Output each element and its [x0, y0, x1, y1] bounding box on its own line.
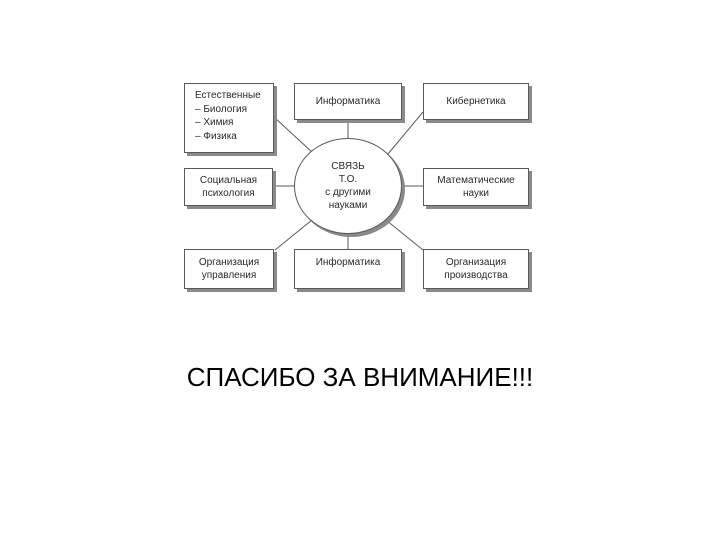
- node-org-production-line-1: Организация: [445, 257, 507, 268]
- node-natural-line-4: – Физика: [195, 130, 237, 142]
- node-natural-line-1: Естественные: [195, 90, 261, 101]
- node-org-management-line-1: Организация: [198, 257, 260, 268]
- node-informatics-top-label: Информатика: [315, 96, 381, 107]
- node-org-management-line-2: управления: [201, 270, 257, 281]
- hub-line-4: науками: [328, 200, 368, 211]
- node-math-sciences-line-2: науки: [463, 188, 489, 199]
- node-org-production: Организация производства: [423, 249, 529, 289]
- node-math-sciences-line-1: Математические: [437, 175, 515, 186]
- node-natural-sciences: Естественные – Биология – Химия – Физика: [184, 83, 274, 153]
- node-cybernetics-label: Кибернетика: [446, 96, 506, 107]
- hub-circle: СВЯЗЬ Т.О. с другими науками: [294, 138, 402, 234]
- thanks-heading: СПАСИБО ЗА ВНИМАНИЕ!!!: [186, 362, 534, 392]
- node-informatics-top: Информатика: [294, 83, 402, 120]
- node-natural-line-3: – Химия: [195, 117, 234, 128]
- hub-line-3: с другими: [325, 187, 371, 198]
- connector-natural: [274, 117, 313, 153]
- node-natural-line-2: – Биология: [195, 103, 247, 115]
- node-org-production-line-2: производства: [444, 270, 508, 281]
- connector-org-management: [274, 219, 313, 251]
- node-social-psychology: Социальная психология: [184, 168, 273, 206]
- connector-cybernetics: [387, 111, 424, 155]
- node-social-psych-line-2: психология: [202, 188, 255, 199]
- hub-line-1: СВЯЗЬ: [331, 161, 365, 172]
- node-org-management: Организация управления: [184, 249, 274, 289]
- node-cybernetics: Кибернетика: [423, 83, 529, 120]
- node-math-sciences: Математические науки: [423, 168, 529, 206]
- node-informatics-bottom-label: Информатика: [315, 257, 381, 268]
- node-informatics-bottom: Информатика: [294, 249, 402, 289]
- connector-org-production: [385, 219, 424, 251]
- node-social-psych-line-1: Социальная: [199, 175, 258, 186]
- hub-line-2: Т.О.: [338, 174, 358, 185]
